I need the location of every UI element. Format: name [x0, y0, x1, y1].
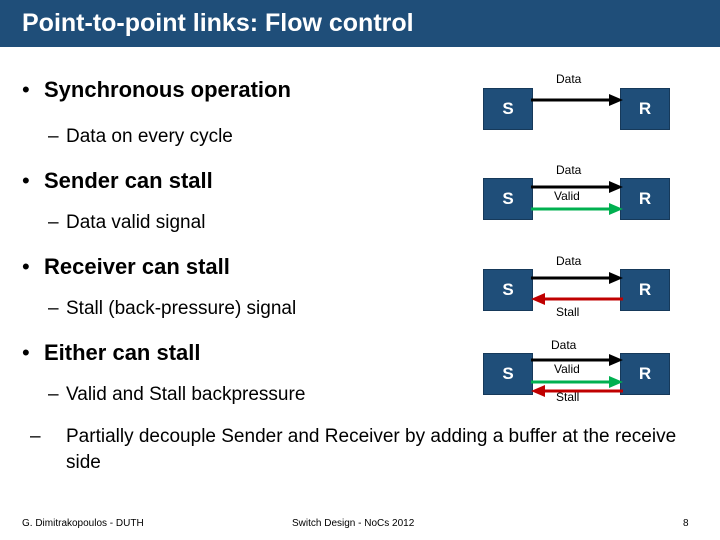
- diagram-4-receiver: R: [620, 353, 670, 395]
- diagram-4-stall-label: Stall: [556, 390, 580, 404]
- bullet-text: Either can stall: [44, 340, 201, 365]
- footer-course: Switch Design - NoCs 2012: [292, 518, 415, 529]
- diagram-1-data-arrow: [531, 94, 623, 106]
- bullet-text: Sender can stall: [44, 168, 213, 193]
- bullet-stall-backpressure-signal: –Stall (back-pressure) signal: [48, 298, 296, 320]
- bullet-text: Partially decouple Sender and Receiver b…: [66, 426, 677, 473]
- diagram-2-valid-arrow: [531, 203, 623, 215]
- bullet-text: Data valid signal: [66, 212, 206, 233]
- bullet-marker: •: [22, 254, 30, 279]
- diagram-3-data-arrow: [531, 272, 623, 284]
- diagram-2-valid-label: Valid: [554, 189, 580, 203]
- bullet-marker: –: [48, 298, 59, 319]
- diagram-4-data-label: Data: [551, 338, 577, 352]
- diagram-2-sender: S: [483, 178, 533, 220]
- bullet-text: Data on every cycle: [66, 126, 233, 147]
- diagram-2-data-arrow: [531, 181, 623, 193]
- diagram-3-stall-label: Stall: [556, 305, 580, 319]
- bullet-marker: –: [48, 126, 59, 147]
- diagram-4-sender: S: [483, 353, 533, 395]
- diagram-4-stall-arrow: [531, 385, 623, 397]
- diagram-3-stall-arrow: [531, 293, 623, 305]
- bullet-data-on-every-cycle: –Data on every cycle: [48, 126, 233, 148]
- bullet-synchronous-operation: • Synchronous operation: [22, 77, 291, 103]
- title-accent-bar: [0, 0, 6, 47]
- diagram-3-data-label: Data: [556, 254, 582, 268]
- bullet-marker: •: [22, 168, 30, 193]
- bullet-either-can-stall: • Either can stall: [22, 340, 201, 366]
- diagram-4-valid-label: Valid: [554, 362, 580, 376]
- bullet-text: Receiver can stall: [44, 254, 230, 279]
- diagram-1-data-label: Data: [556, 72, 582, 86]
- bullet-data-valid-signal: –Data valid signal: [48, 212, 205, 234]
- bullet-sender-can-stall: • Sender can stall: [22, 168, 213, 194]
- bullet-receiver-can-stall: • Receiver can stall: [22, 254, 230, 280]
- diagram-1-receiver: R: [620, 88, 670, 130]
- page-title: Point-to-point links: Flow control: [22, 9, 414, 37]
- bullet-marker: •: [22, 77, 30, 102]
- diagram-3-receiver: R: [620, 269, 670, 311]
- diagram-4-valid-arrow: [531, 376, 623, 388]
- bullet-marker: –: [48, 212, 59, 233]
- footer-author: G. Dimitrakopoulos - DUTH: [22, 518, 144, 529]
- bullet-partially-decouple: – Partially decouple Sender and Receiver …: [30, 424, 706, 475]
- diagram-2-receiver: R: [620, 178, 670, 220]
- bullet-text: Stall (back-pressure) signal: [66, 298, 297, 319]
- bullet-marker: •: [22, 340, 30, 365]
- bullet-text: Valid and Stall backpressure: [66, 384, 306, 405]
- title-bar: Point-to-point links: Flow control: [0, 0, 720, 47]
- diagram-3-sender: S: [483, 269, 533, 311]
- bullet-marker: –: [30, 426, 41, 447]
- bullet-marker: –: [48, 384, 59, 405]
- bullet-text: Synchronous operation: [44, 77, 291, 102]
- diagram-1-sender: S: [483, 88, 533, 130]
- footer-page-number: 8: [683, 518, 689, 529]
- diagram-4-data-arrow: [531, 354, 623, 366]
- bullet-valid-and-stall-backpressure: –Valid and Stall backpressure: [48, 384, 305, 406]
- diagram-2-data-label: Data: [556, 163, 582, 177]
